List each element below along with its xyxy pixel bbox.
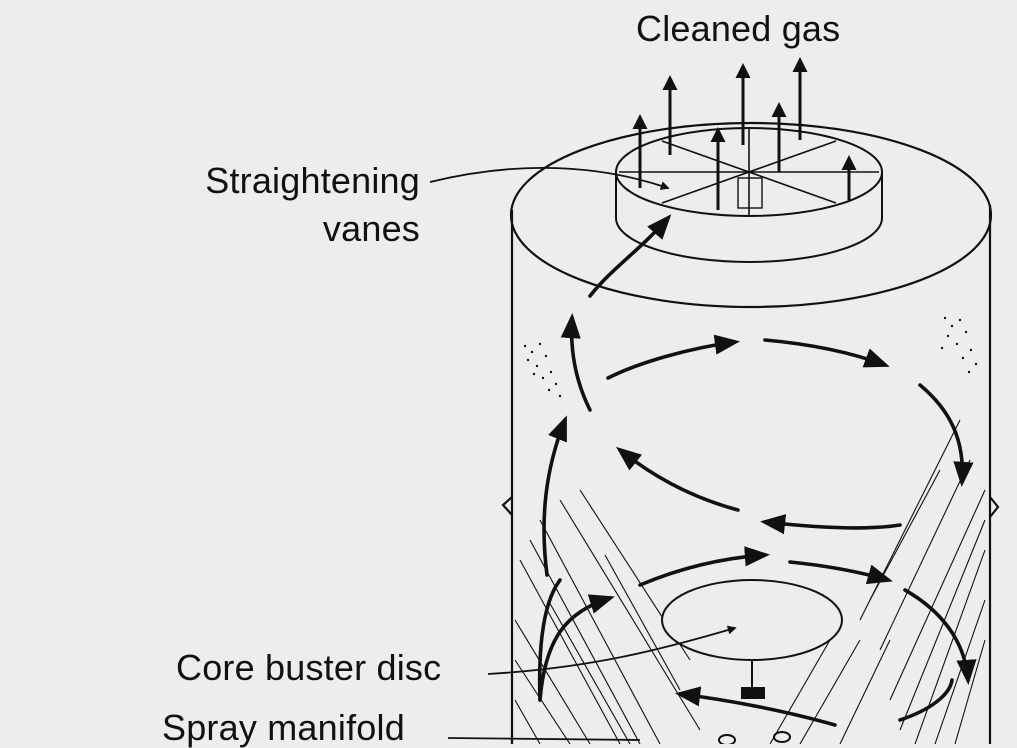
right-lug bbox=[989, 496, 1000, 518]
straightening-vanes-leader bbox=[429, 166, 670, 190]
core-buster-disc-leader bbox=[487, 625, 737, 675]
droplet-stipple bbox=[523, 316, 978, 398]
vessel-shell bbox=[501, 121, 1000, 744]
spray-manifold-leader bbox=[447, 737, 641, 741]
spray-manifold-label: Spray manifold bbox=[162, 707, 405, 748]
vane-hub bbox=[737, 177, 763, 209]
straightening-vanes-label-line1: Straightening bbox=[205, 160, 420, 201]
cleaned-gas-label: Cleaned gas bbox=[636, 8, 841, 49]
outlet-duct bbox=[615, 127, 883, 263]
spray-nozzles bbox=[718, 731, 791, 744]
left-lug bbox=[501, 496, 513, 516]
core-buster-disc-label: Core buster disc bbox=[176, 647, 442, 688]
cleaned-gas-arrows bbox=[632, 57, 857, 210]
leader-lines bbox=[429, 166, 737, 741]
straightening-vanes-label-line2: vanes bbox=[322, 208, 420, 249]
core-buster-disc bbox=[661, 579, 843, 699]
swirl-flow-arrows bbox=[537, 214, 977, 727]
